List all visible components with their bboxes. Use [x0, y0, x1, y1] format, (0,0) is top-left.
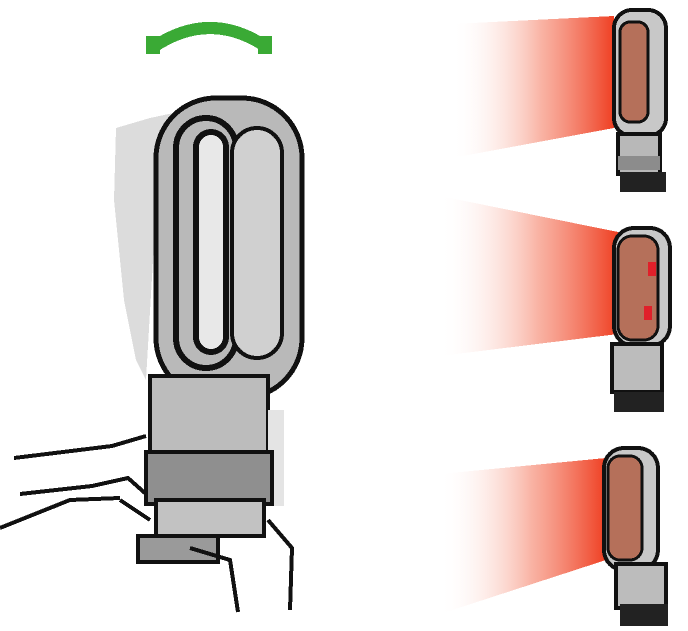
indicator-light-2	[644, 306, 652, 320]
main-heater-device	[0, 98, 302, 612]
heat-beam	[440, 458, 606, 614]
heat-beam	[440, 196, 618, 356]
indicator-light-1	[648, 262, 656, 276]
oscillation-arrow-icon	[146, 28, 272, 54]
heater-front-view	[452, 10, 666, 192]
heater-angled-view	[440, 196, 670, 412]
heater-side-view	[440, 448, 668, 626]
heat-beam	[452, 16, 614, 158]
